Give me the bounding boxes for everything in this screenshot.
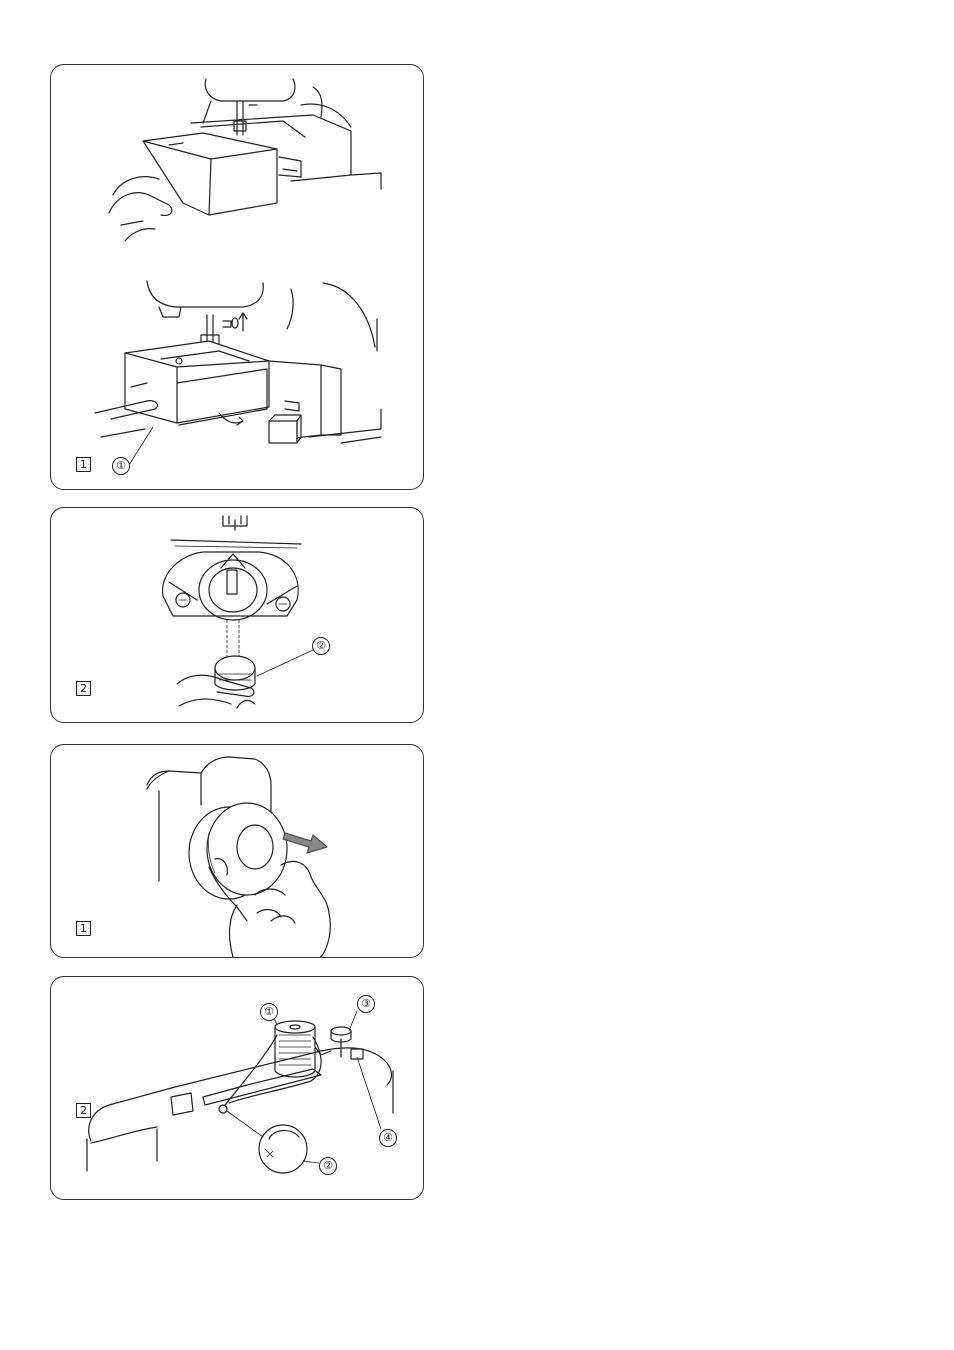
callout-2: ②: [312, 637, 330, 655]
handwheel-illustration: [51, 745, 423, 957]
illustration-panel-handwheel: 1: [50, 744, 424, 958]
callout-3: ③: [357, 995, 375, 1013]
callout-2: ②: [319, 1157, 337, 1175]
illustration-panel-bobbin-winding: 2 ① ② ③ ④: [50, 976, 424, 1200]
step-number-box: 1: [76, 457, 91, 472]
step-number-box: 2: [76, 681, 91, 696]
illustration-panel-remove-extension-table: 1 ①: [50, 64, 424, 490]
callout-4: ④: [379, 1129, 397, 1147]
callout-1: ①: [112, 457, 130, 475]
sewing-machine-extension-table-illustration: [51, 65, 423, 489]
step-number-box: 1: [76, 921, 91, 936]
illustration-panel-bobbin-case: 2 ②: [50, 507, 424, 723]
callout-1: ①: [260, 1003, 278, 1021]
step-number-box: 2: [76, 1103, 91, 1118]
bobbin-hook-illustration: [51, 508, 423, 722]
